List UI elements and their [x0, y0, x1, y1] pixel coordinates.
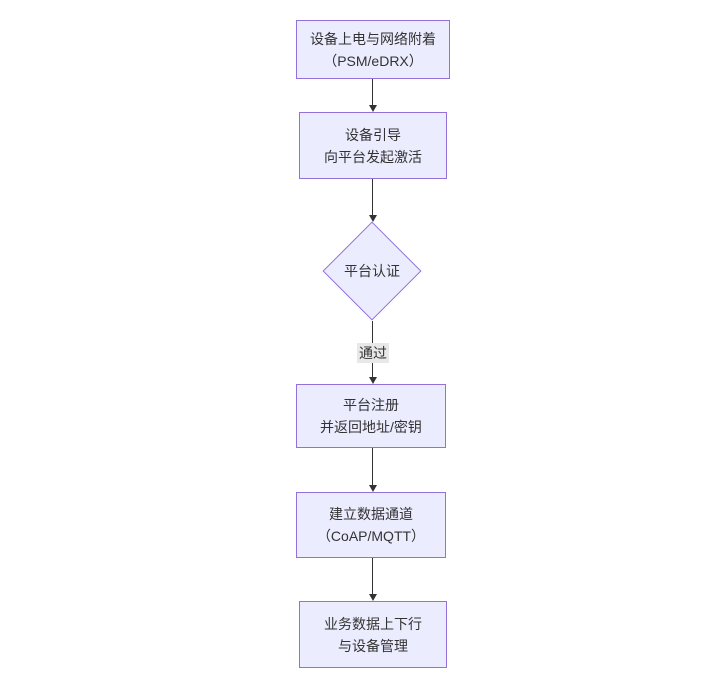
arrowhead-down-icon — [369, 485, 377, 492]
node-text-line: 并返回地址/密钥 — [320, 419, 422, 435]
arrowhead-down-icon — [369, 594, 377, 601]
node-text-line: 向平台发起激活 — [324, 148, 422, 165]
node-text-line: 建立数据通道 — [329, 506, 413, 522]
node-text-line: （CoAP/MQTT） — [316, 528, 426, 544]
flow-node-bootstrap: 设备引导 向平台发起激活 — [299, 112, 447, 179]
arrowhead-down-icon — [369, 377, 377, 384]
node-text-line: 设备引导 — [345, 126, 401, 143]
edge-label-pass: 通过 — [357, 343, 389, 363]
node-text-line: 平台注册 — [343, 397, 399, 413]
flow-node-platform-register: 平台注册 并返回地址/密钥 — [296, 384, 446, 448]
edge-line — [372, 79, 373, 106]
node-text-line: （PSM/eDRX） — [323, 52, 423, 69]
flow-node-power-attach: 设备上电与网络附着 （PSM/eDRX） — [296, 20, 450, 79]
arrowhead-down-icon — [369, 215, 377, 222]
node-text-line: 与设备管理 — [338, 637, 408, 654]
flow-node-business-data: 业务数据上下行 与设备管理 — [299, 601, 447, 668]
node-text-line: 设备上电与网络附着 — [310, 30, 436, 47]
edge-line — [372, 179, 373, 216]
node-text-line: 业务数据上下行 — [324, 615, 422, 632]
edge-line — [372, 558, 373, 595]
edge-line — [372, 448, 373, 486]
arrowhead-down-icon — [369, 105, 377, 112]
node-text-line: 平台认证 — [344, 263, 400, 279]
flow-node-data-channel: 建立数据通道 （CoAP/MQTT） — [296, 492, 446, 558]
